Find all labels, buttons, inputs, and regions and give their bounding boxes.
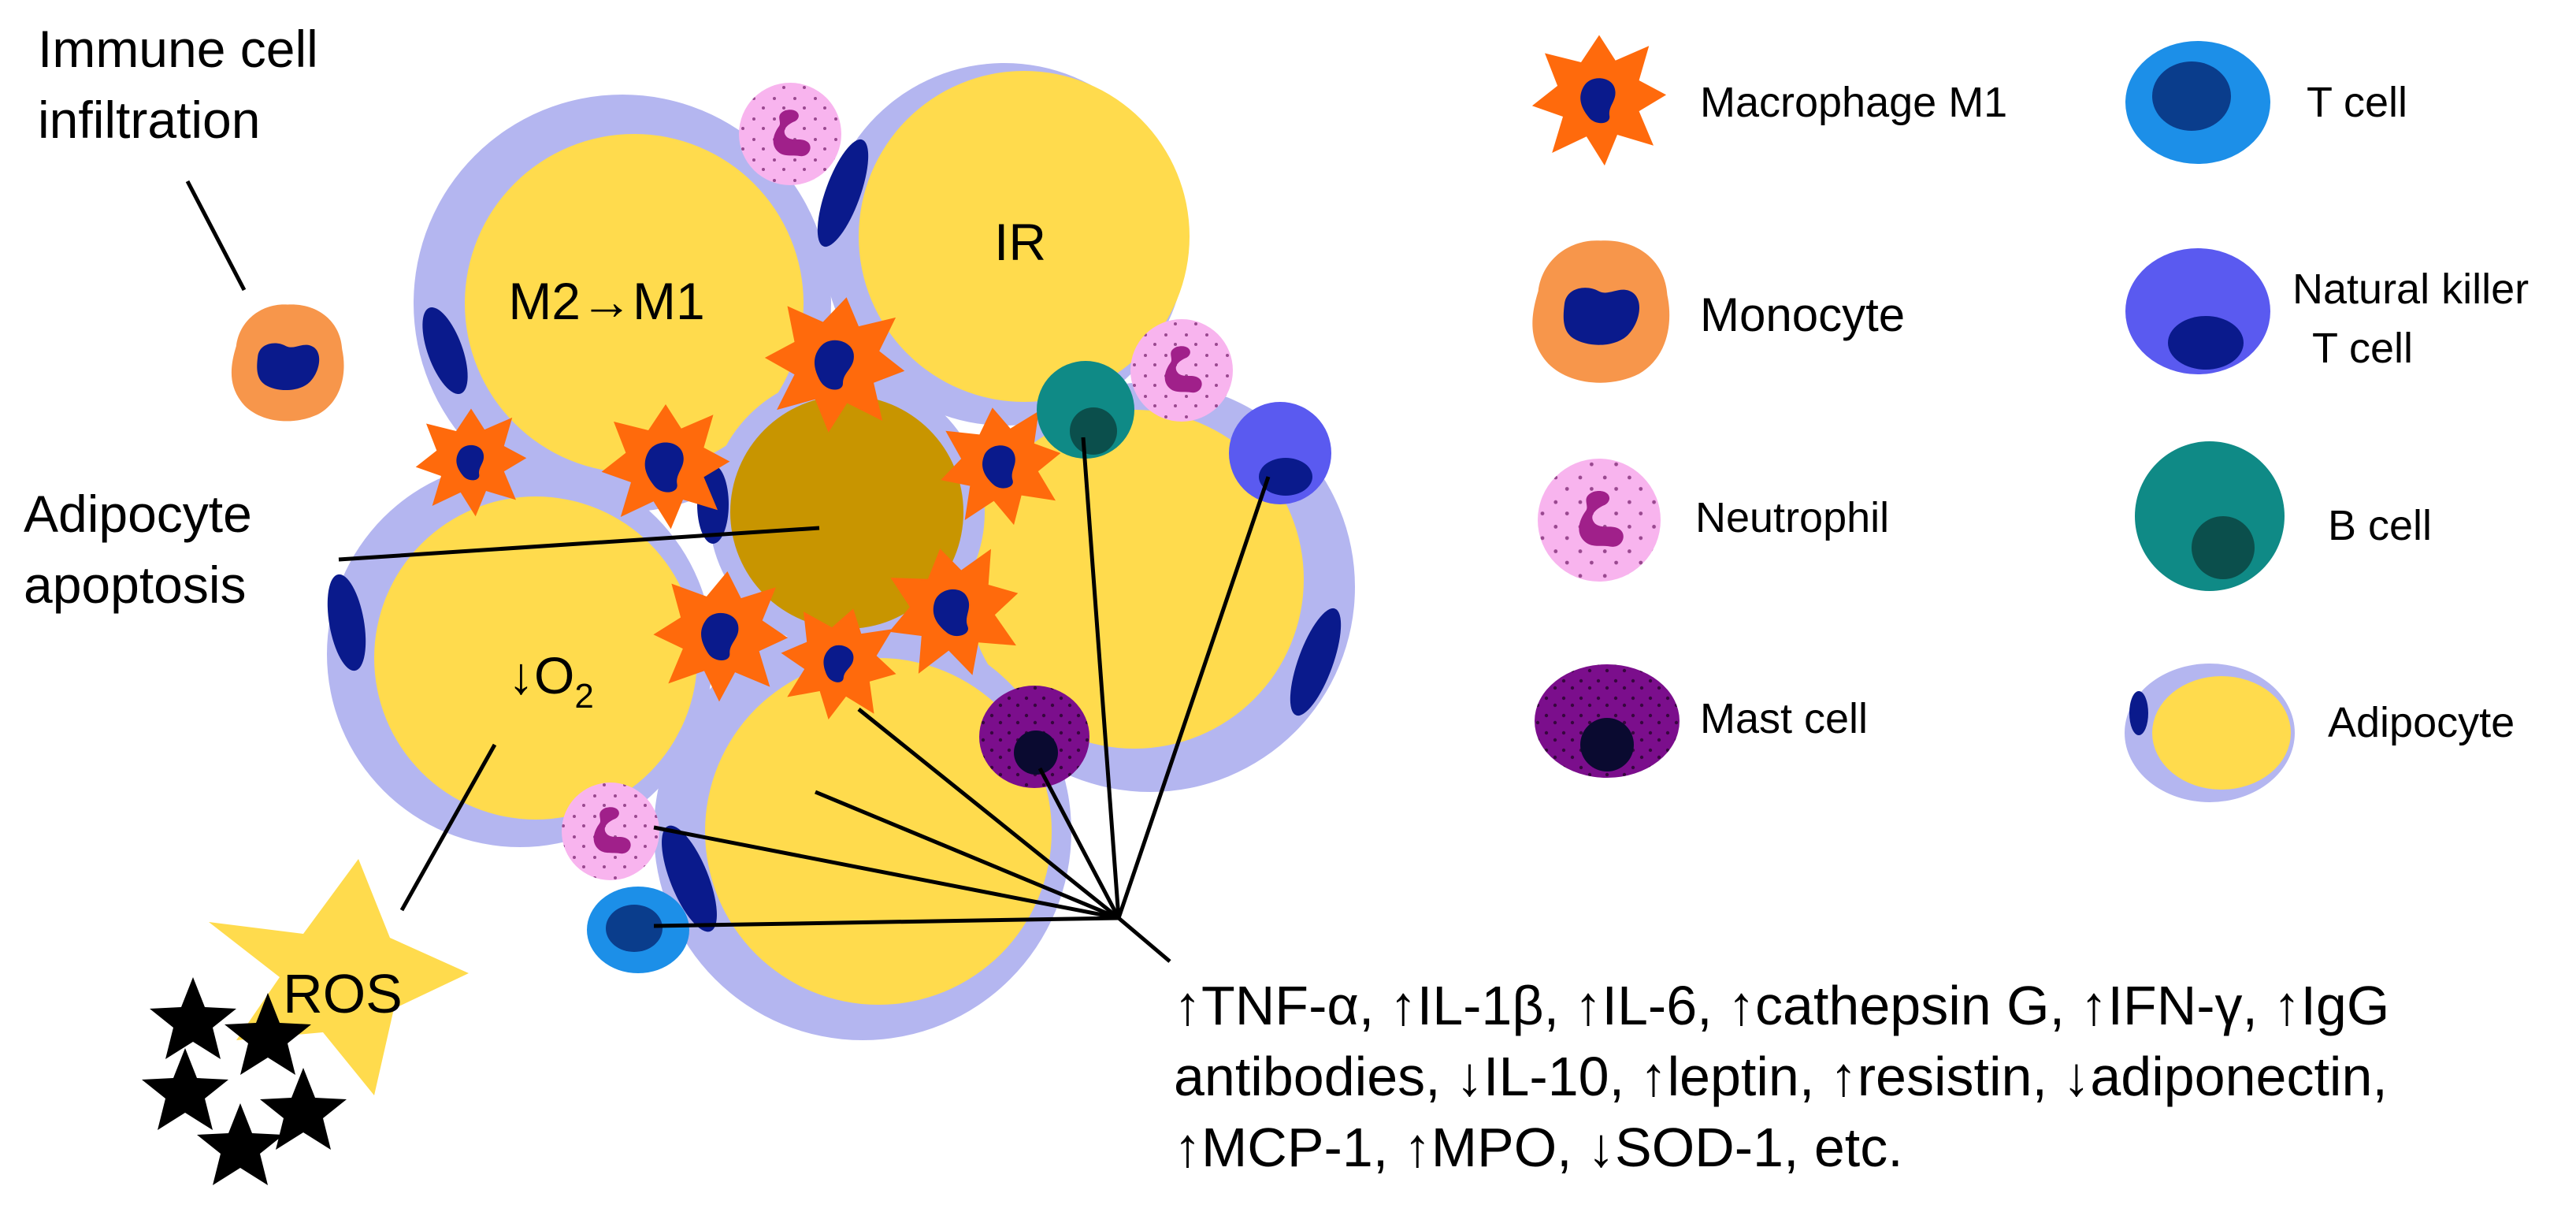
legend-item-b-cell: B cell	[2135, 441, 2432, 591]
nucleus-icon	[1290, 608, 1342, 716]
legend-item-monocyte: Monocyte	[1532, 240, 1905, 383]
adipocyte-cluster	[327, 63, 1355, 1040]
legend-label-nk-t-cell: Natural killer T cell	[2292, 266, 2541, 372]
legend-item-mast-cell: Mast cell	[1535, 664, 1868, 778]
legend-item-neutrophil: Neutrophil	[1538, 459, 1889, 582]
adipocyte-icon	[2125, 664, 2295, 802]
monocyte-icon	[1532, 240, 1670, 383]
nk-t-cell-icon	[2125, 248, 2270, 374]
adipocyte-top-left	[414, 95, 831, 512]
adipocyte-top-right	[817, 63, 1190, 426]
neutrophil-bottom	[562, 783, 659, 880]
nucleus-icon	[422, 307, 468, 395]
legend-label-adipocyte: Adipocyte	[2328, 699, 2515, 746]
neutrophil-top	[739, 83, 841, 185]
adipocyte-left	[327, 461, 713, 847]
mast-cell-cluster	[979, 686, 1089, 788]
legend-item-nk-t-cell: Natural killer T cell	[2125, 248, 2541, 374]
nucleus-icon	[662, 825, 717, 932]
legend-label-b-cell: B cell	[2328, 502, 2432, 549]
legend: Macrophage M1 Monocyte Neutrophil Mast c…	[1531, 35, 2541, 802]
legend-label-macrophage: Macrophage M1	[1700, 79, 2007, 126]
t-cell-cluster	[587, 887, 689, 973]
b-cell-cluster	[1037, 361, 1134, 459]
legend-label-mast-cell: Mast cell	[1700, 695, 1868, 742]
adipocyte-apoptosis-label: Adipocyte apoptosis	[24, 485, 266, 614]
monocyte-infiltrating	[231, 304, 344, 422]
adipocyte-bottom	[654, 623, 1071, 1040]
black-stars-icon	[142, 977, 347, 1185]
cytokine-list: ↑TNF-α, ↑IL-1β, ↑IL-6, ↑cathepsin G, ↑IF…	[1174, 975, 2405, 1178]
legend-item-t-cell: T cell	[2125, 41, 2407, 164]
ros-label: ROS	[283, 963, 403, 1024]
connector-lines	[185, 180, 1271, 963]
neutrophil-right	[1130, 319, 1233, 422]
legend-label-monocyte: Monocyte	[1700, 288, 1905, 341]
legend-label-t-cell: T cell	[2307, 79, 2407, 126]
nk-t-cell-cluster	[1229, 402, 1331, 504]
immune-infiltration-label: Immune cell infiltration	[38, 20, 332, 149]
nucleus-icon	[817, 139, 869, 247]
macrophage-icon	[1531, 35, 1667, 166]
legend-item-adipocyte: Adipocyte	[2125, 664, 2515, 802]
mast-cell-icon	[1535, 664, 1680, 778]
neutrophil-icon	[1538, 459, 1661, 582]
ir-label: IR	[994, 213, 1046, 271]
nucleus-icon	[327, 574, 366, 671]
legend-label-neutrophil: Neutrophil	[1695, 494, 1889, 541]
m2-m1-label: M2→M1	[508, 272, 704, 330]
t-cell-icon	[2125, 41, 2270, 164]
legend-item-macrophage: Macrophage M1	[1531, 35, 2007, 166]
low-oxygen-label: ↓O2	[508, 646, 594, 716]
b-cell-icon	[2135, 441, 2285, 591]
